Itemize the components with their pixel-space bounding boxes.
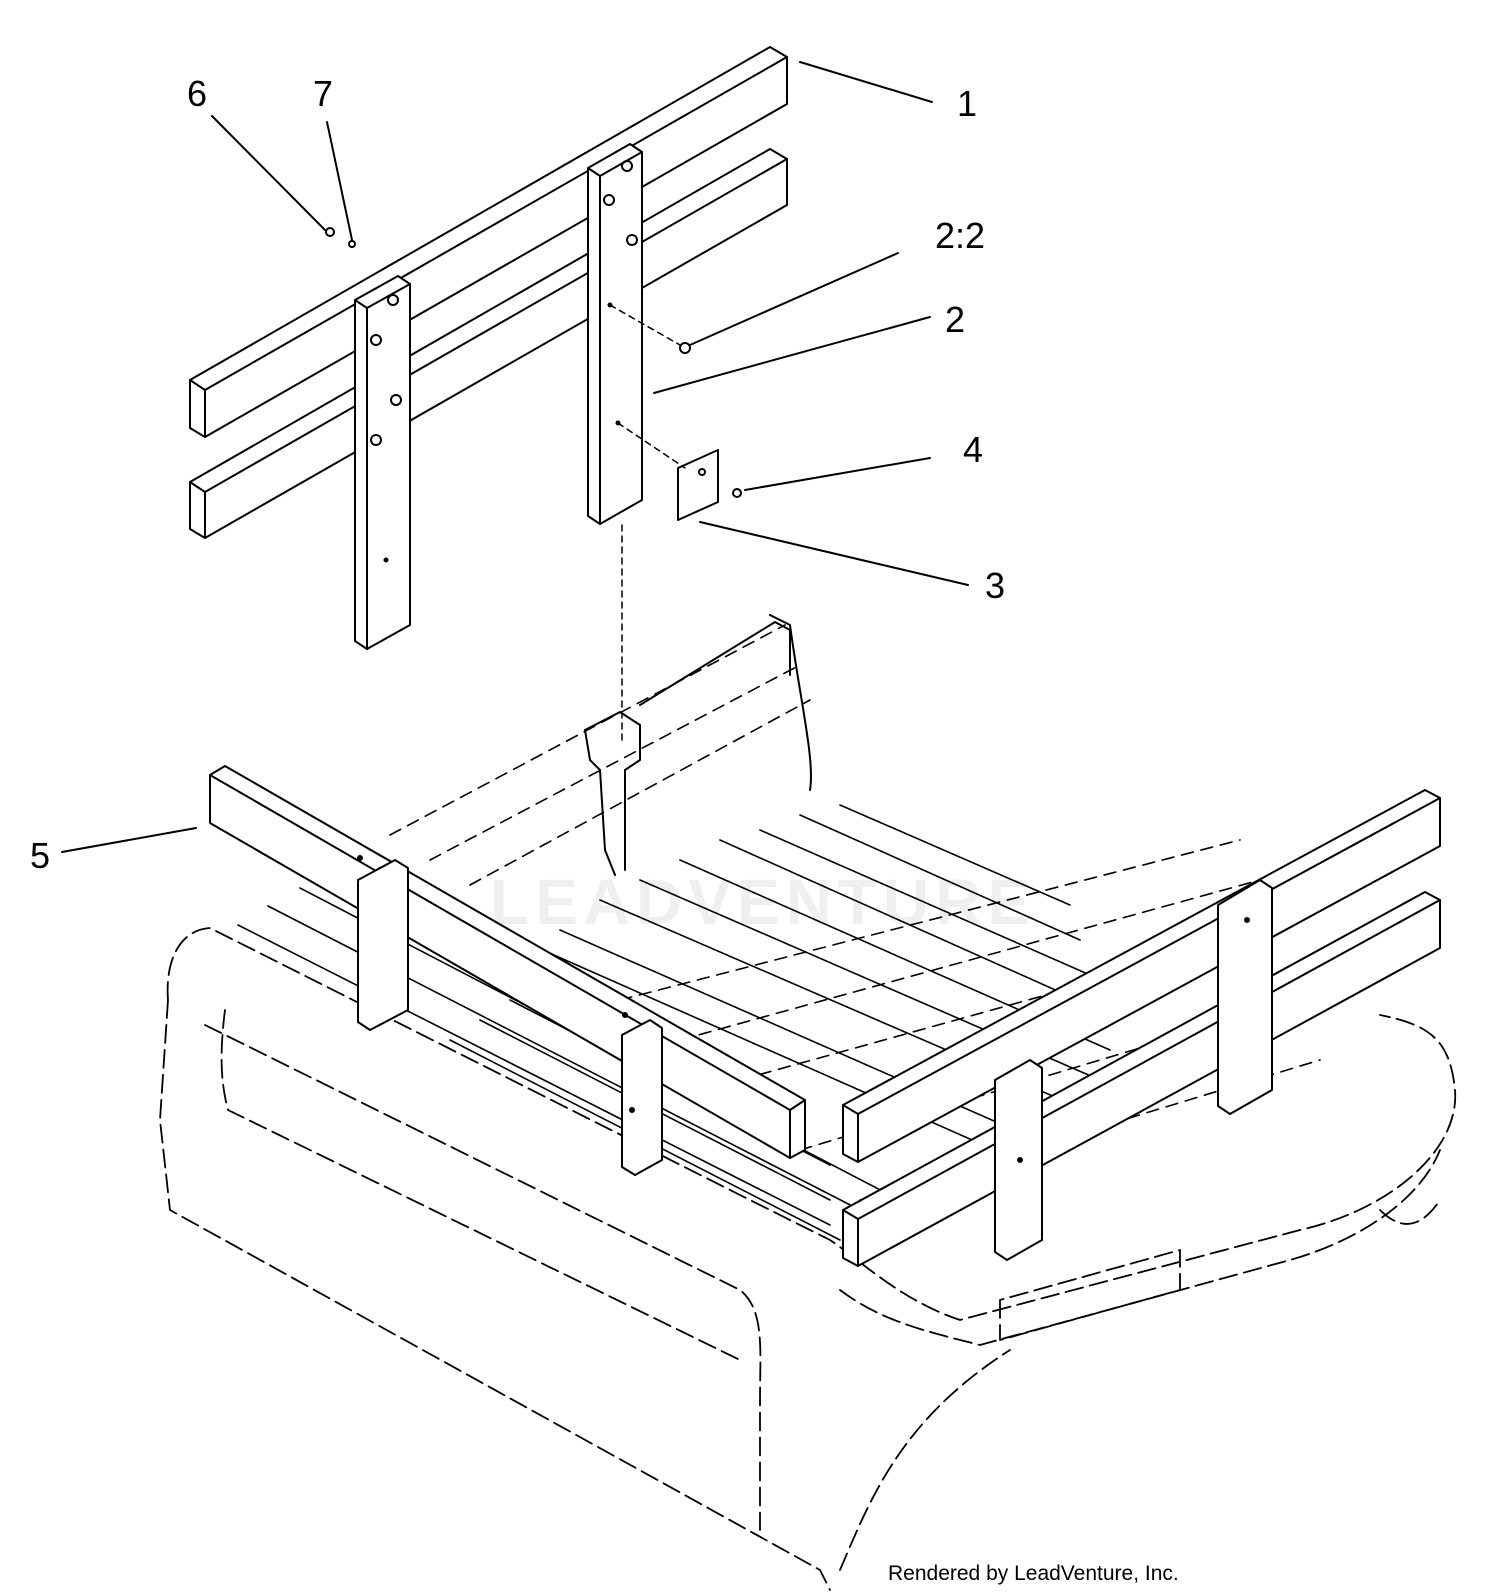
- rack-upright-left: [355, 276, 410, 649]
- watermark-text: LEADVENTURE: [490, 866, 1037, 938]
- callout-7[interactable]: 7: [313, 73, 334, 114]
- callout-1[interactable]: 1: [957, 83, 978, 124]
- bed-front-wall: [585, 615, 811, 875]
- rack-rail-upper: [190, 47, 787, 437]
- exploded-guide-lines: [609, 304, 686, 741]
- side-rail-right-lower: [843, 892, 1440, 1266]
- callout-4[interactable]: 4: [963, 429, 984, 470]
- rack-upright-right: [588, 144, 642, 524]
- side-rail-left-posts: [358, 860, 662, 1175]
- side-rail-right-posts: [995, 880, 1272, 1260]
- side-rail-left: [210, 766, 805, 1158]
- callout-3[interactable]: 3: [985, 565, 1006, 606]
- render-credit: Rendered by LeadVenture, Inc.: [888, 1562, 1179, 1585]
- callout-6[interactable]: 6: [187, 73, 208, 114]
- side-rail-right-upper: [843, 790, 1440, 1162]
- callout-5[interactable]: 5: [30, 835, 51, 876]
- callout-2[interactable]: 2: [945, 299, 966, 340]
- callout-leaders: [61, 61, 969, 853]
- callout-2-2[interactable]: 2:2: [935, 215, 986, 256]
- mounting-plate: [678, 450, 718, 520]
- fasteners: [325, 227, 742, 498]
- bed-body-outline: [159, 927, 1456, 1591]
